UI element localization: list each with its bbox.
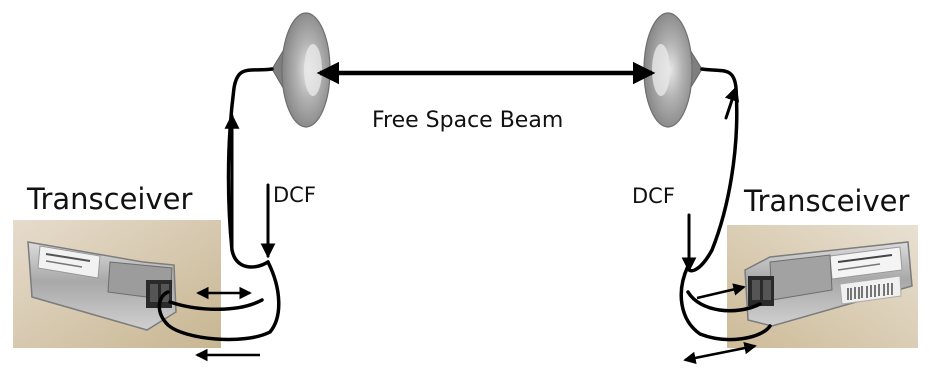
right-input-arrow bbox=[696, 283, 746, 300]
left-transceiver-photo bbox=[13, 220, 221, 348]
sfp-transceiver-photo bbox=[27, 241, 177, 331]
right-transceiver-photo bbox=[727, 225, 918, 348]
left-fiber-label: DCF bbox=[273, 183, 316, 207]
right-fiber-up-arrow bbox=[724, 85, 740, 120]
right-fiber-upper bbox=[686, 67, 739, 273]
left-fiber-loop bbox=[157, 67, 281, 342]
right-fiber-inner bbox=[686, 290, 762, 313]
right-bidirectional-arrow bbox=[683, 341, 757, 365]
left-fiber-upper bbox=[226, 67, 274, 269]
right-fiber-label: DCF bbox=[632, 184, 675, 208]
left-transceiver-label: Transceiver bbox=[27, 182, 193, 216]
right-transceiver-label: Transceiver bbox=[744, 184, 910, 218]
left-module-label-plate bbox=[37, 245, 101, 279]
right-fiber-loop bbox=[679, 67, 772, 342]
free-space-beam-label: Free Space Beam bbox=[372, 108, 564, 133]
collimator-lens-icon bbox=[271, 12, 331, 128]
left-fiber-lower bbox=[157, 260, 281, 342]
collimator-lens-icon bbox=[643, 12, 703, 128]
left-fiber-inner bbox=[168, 298, 264, 311]
right-fiber-lower bbox=[679, 264, 772, 342]
sfp-transceiver-photo bbox=[744, 241, 913, 327]
